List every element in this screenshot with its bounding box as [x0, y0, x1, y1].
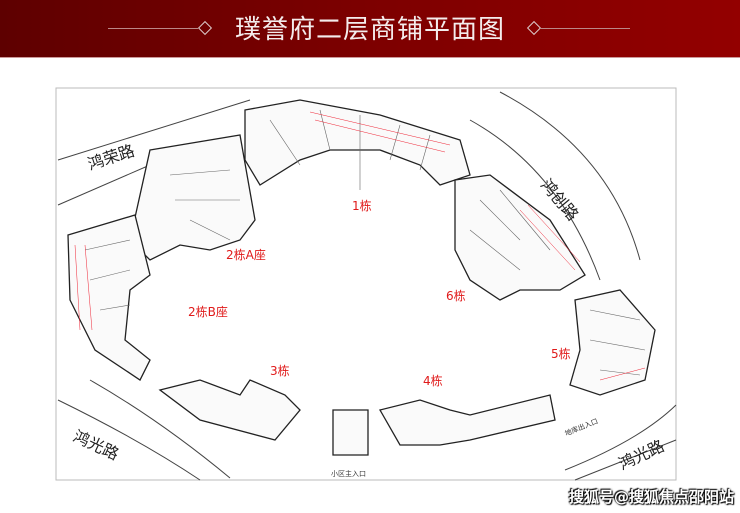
main-entrance-label: 小区主入口 [331, 469, 366, 478]
garage-entrance-label: 地库出入口 [563, 416, 599, 437]
building-label-1: 1栋 [352, 198, 372, 213]
watermark: 搜狐号@搜狐焦点邵阳站 [568, 488, 734, 506]
building-label-2a: 2栋A座 [226, 247, 266, 262]
road-label-hongguang-east: 鸿光路 [616, 436, 668, 474]
road-label-hongrong: 鸿荣路 [85, 141, 137, 174]
decor-line-right [540, 28, 630, 29]
page-title: 璞誉府二层商铺平面图 [234, 15, 505, 45]
decor-line-left [108, 28, 198, 29]
building-outlines [67, 99, 656, 456]
plan-border [55, 87, 677, 481]
building-label-2b: 2栋B座 [188, 304, 228, 319]
header-banner: 璞誉府二层商铺平面图 [0, 0, 740, 58]
building-label-4: 4栋 [423, 373, 443, 388]
building-label-6: 6栋 [446, 288, 466, 303]
building-label-3: 3栋 [270, 363, 290, 378]
floor-plan: 1栋 2栋A座 2栋B座 3栋 4栋 5栋 6栋 鸿荣路 鸿创路 鸿光路 鸿光路… [55, 87, 677, 481]
building-label-5: 5栋 [551, 346, 571, 361]
road-lines [57, 91, 677, 481]
road-label-hongguang-west: 鸿光路 [70, 426, 122, 464]
shop-units [74, 111, 646, 381]
interior-grid [84, 109, 646, 376]
